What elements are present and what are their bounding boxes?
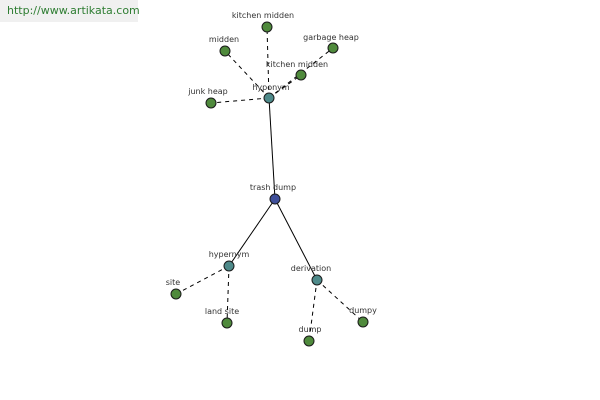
node-label-mid: midden bbox=[209, 35, 239, 44]
node-hyp1[interactable] bbox=[263, 92, 275, 104]
edge-der-dump bbox=[308, 279, 318, 342]
edge-root-der bbox=[274, 198, 318, 281]
edge-hyp2-land bbox=[226, 265, 230, 324]
node-label-der: derivation bbox=[291, 264, 331, 273]
node-label-kmid2: kitchen midden bbox=[266, 60, 328, 69]
node-label-hyp2: hypernym bbox=[209, 250, 250, 259]
node-kmid2[interactable] bbox=[295, 69, 307, 81]
edge-hyp1-kmid2 bbox=[268, 74, 302, 99]
node-garb[interactable] bbox=[327, 42, 339, 54]
node-label-garb: garbage heap bbox=[303, 33, 359, 42]
node-label-root: trash dump bbox=[250, 183, 296, 192]
node-mid[interactable] bbox=[219, 45, 231, 57]
edge-hyp2-site bbox=[175, 265, 230, 295]
edge-hyp1-junk bbox=[210, 97, 270, 104]
node-label-kmid1: kitchen midden bbox=[232, 11, 294, 20]
edge-hyp1-mid bbox=[224, 50, 270, 99]
node-root[interactable] bbox=[269, 193, 281, 205]
edge-hyp1-kmid1 bbox=[266, 26, 270, 99]
graph-edges bbox=[175, 26, 364, 342]
graph-nodes: trash dump hyponym hypernym derivation kitch… bbox=[166, 11, 377, 347]
edge-root-hyp2 bbox=[228, 198, 276, 267]
edge-der-dumpy bbox=[316, 279, 364, 323]
node-label-site: site bbox=[166, 278, 181, 287]
node-label-junk: junk heap bbox=[187, 87, 228, 96]
node-land[interactable] bbox=[221, 317, 233, 329]
node-hyp2[interactable] bbox=[223, 260, 235, 272]
node-label-land: land site bbox=[205, 307, 239, 316]
node-label-dump: dump bbox=[298, 325, 321, 334]
edge-root-hyp1 bbox=[268, 97, 276, 200]
node-label-hyp1: hyponym bbox=[252, 83, 290, 92]
node-site[interactable] bbox=[170, 288, 182, 300]
watermark-url: http://www.artikata.com bbox=[0, 0, 140, 22]
node-junk[interactable] bbox=[205, 97, 217, 109]
node-dumpy[interactable] bbox=[357, 316, 369, 328]
node-der[interactable] bbox=[311, 274, 323, 286]
node-kmid1[interactable] bbox=[261, 21, 273, 33]
node-label-dumpy: dumpy bbox=[349, 306, 377, 315]
node-dump[interactable] bbox=[303, 335, 315, 347]
